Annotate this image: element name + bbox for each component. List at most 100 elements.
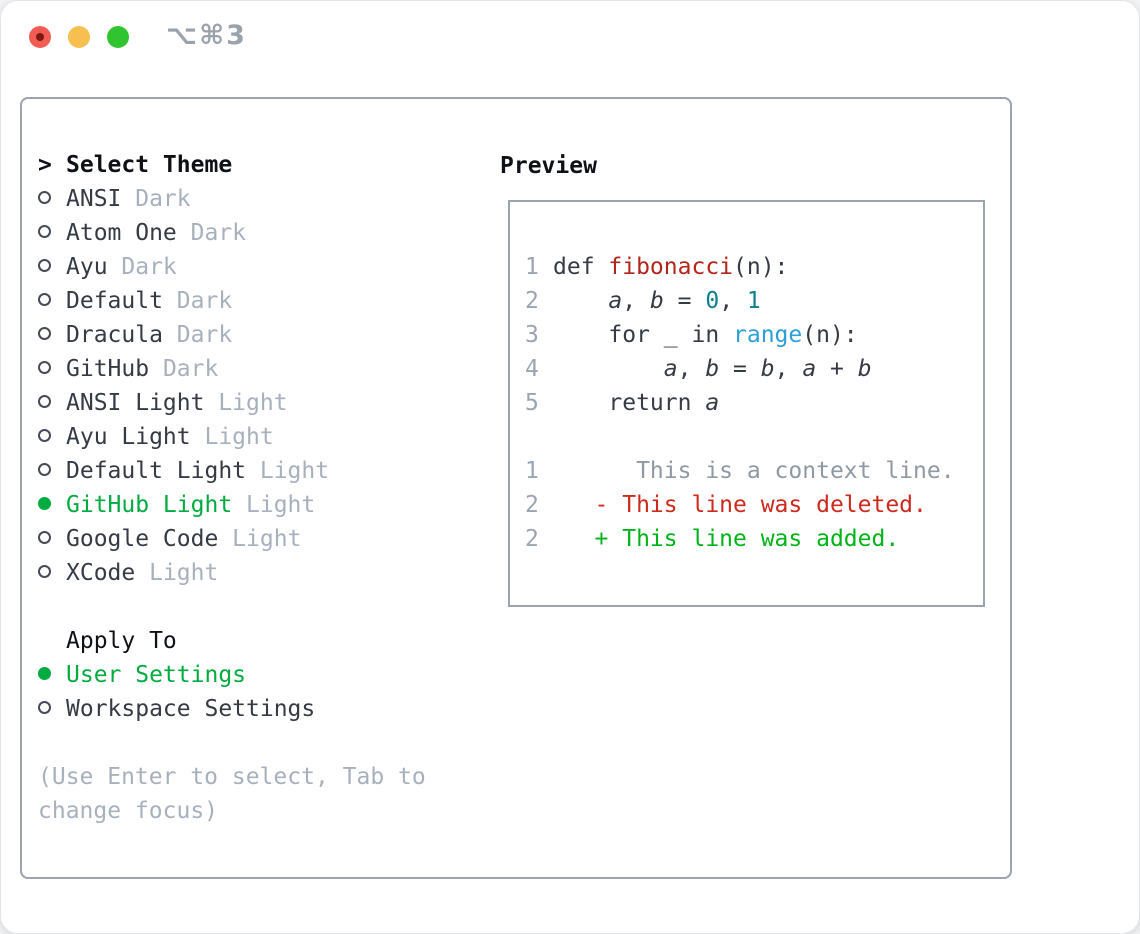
code-line: 2 - This line was deleted.	[525, 488, 983, 522]
code-token: def	[553, 254, 609, 280]
theme-variant-label: Dark	[107, 254, 177, 280]
line-number: 2	[525, 492, 539, 518]
theme-item-ansi-light[interactable]: ANSI Light Light	[38, 386, 329, 420]
code-line: 2 a, b = 0, 1	[525, 284, 983, 318]
radio-unselected-icon	[38, 420, 66, 454]
code-line: 1 def fibonacci(n):	[525, 250, 983, 284]
code-token: ,	[677, 356, 706, 382]
theme-item-github[interactable]: GitHub Dark	[38, 352, 329, 386]
apply-to-title: Apply To	[66, 628, 177, 654]
line-number: 1	[525, 458, 539, 484]
theme-variant-label: Light	[135, 560, 219, 586]
theme-variant-label: Dark	[121, 186, 191, 212]
preview-title-label: Preview	[500, 153, 597, 179]
line-number: 5	[525, 390, 539, 416]
theme-item-ayu[interactable]: Ayu Dark	[38, 250, 329, 284]
code-token: a	[705, 390, 720, 416]
code-token: ,	[622, 288, 650, 314]
theme-item-default[interactable]: Default Dark	[38, 284, 329, 318]
apply-option-workspace-settings[interactable]: Workspace Settings	[38, 692, 315, 726]
theme-name: ANSI	[66, 186, 122, 212]
theme-variant-label: Dark	[176, 220, 247, 246]
radio-unselected-icon	[38, 556, 66, 590]
code-token: b	[649, 288, 664, 314]
code-token: for _ in	[553, 322, 734, 348]
theme-item-github-light[interactable]: GitHub Light Light	[38, 488, 329, 522]
theme-picker-panel	[20, 97, 1012, 879]
preview-header: Preview	[500, 149, 597, 183]
code-token: a	[663, 356, 678, 382]
theme-item-dracula[interactable]: Dracula Dark	[38, 318, 329, 352]
apply-option-label: Workspace Settings	[66, 696, 316, 722]
line-number: 4	[525, 356, 539, 382]
code-line: 2 + This line was added.	[525, 522, 983, 556]
line-number: 2	[525, 526, 539, 552]
radio-unselected-icon	[38, 250, 66, 284]
theme-item-ayu-light[interactable]: Ayu Light Light	[38, 420, 329, 454]
theme-name: XCode	[66, 560, 136, 586]
radio-unselected-icon	[38, 352, 66, 386]
theme-item-atom-one[interactable]: Atom One Dark	[38, 216, 329, 250]
line-number: 1	[525, 254, 539, 280]
theme-item-google-code[interactable]: Google Code Light	[38, 522, 329, 556]
theme-name: Atom One	[66, 220, 177, 246]
apply-option-label: User Settings	[66, 662, 247, 688]
code-line: 1 This is a context line.	[525, 454, 983, 488]
code-token: - This line was deleted.	[553, 492, 927, 518]
code-line	[525, 420, 983, 454]
minimize-button[interactable]	[68, 26, 90, 48]
code-token: (n):	[802, 322, 858, 348]
radio-unselected-icon	[38, 692, 66, 726]
code-line: 3 for _ in range(n):	[525, 318, 983, 352]
theme-name: Default	[66, 288, 163, 314]
code-token: +	[816, 356, 858, 382]
code-token: ,	[719, 288, 747, 314]
theme-variant-label: Light	[246, 458, 330, 484]
radio-unselected-icon	[38, 454, 66, 488]
code-token: b	[705, 356, 720, 382]
radio-unselected-icon	[38, 182, 66, 216]
zoom-button[interactable]	[107, 26, 129, 48]
line-number: 2	[525, 288, 539, 314]
radio-unselected-icon	[38, 522, 66, 556]
code-token: (n):	[733, 254, 789, 280]
apply-option-user-settings[interactable]: User Settings	[38, 658, 315, 692]
theme-name: Ayu	[66, 254, 108, 280]
theme-variant-label: Dark	[162, 288, 233, 314]
code-token: a	[608, 288, 623, 314]
radio-unselected-icon	[38, 216, 66, 250]
radio-selected-icon	[38, 658, 66, 692]
close-button[interactable]	[29, 26, 51, 48]
theme-variant-label: Light	[190, 424, 274, 450]
code-token: 1	[746, 288, 761, 314]
close-dot-icon	[36, 33, 44, 41]
code-line: 5 return a	[525, 386, 983, 420]
code-token: + This line was added.	[553, 526, 900, 552]
theme-name: GitHub Light	[66, 492, 233, 518]
code-token: =	[663, 288, 706, 314]
theme-name: ANSI Light	[66, 390, 205, 416]
theme-variant-label: Dark	[162, 322, 233, 348]
code-token: range	[733, 322, 803, 348]
radio-unselected-icon	[38, 284, 66, 318]
keyboard-hint: (Use Enter to select, Tab to change focu…	[38, 764, 426, 824]
theme-variant-label: Dark	[149, 356, 219, 382]
theme-name: GitHub	[66, 356, 150, 382]
theme-variant-label: Light	[204, 390, 288, 416]
code-token: fibonacci	[608, 254, 734, 280]
select-theme-header: >Select Theme	[38, 148, 232, 182]
theme-name: Dracula	[66, 322, 163, 348]
code-token	[553, 288, 608, 314]
code-token: 0	[705, 288, 720, 314]
radio-selected-icon	[38, 488, 66, 522]
theme-item-ansi[interactable]: ANSI Dark	[38, 182, 329, 216]
theme-name: Google Code	[66, 526, 219, 552]
theme-item-default-light[interactable]: Default Light Light	[38, 454, 329, 488]
code-token: This is a context line.	[553, 458, 955, 484]
theme-item-xcode[interactable]: XCode Light	[38, 556, 329, 590]
code-token: a	[802, 356, 817, 382]
prompt-caret: >	[38, 152, 52, 178]
radio-unselected-icon	[38, 318, 66, 352]
